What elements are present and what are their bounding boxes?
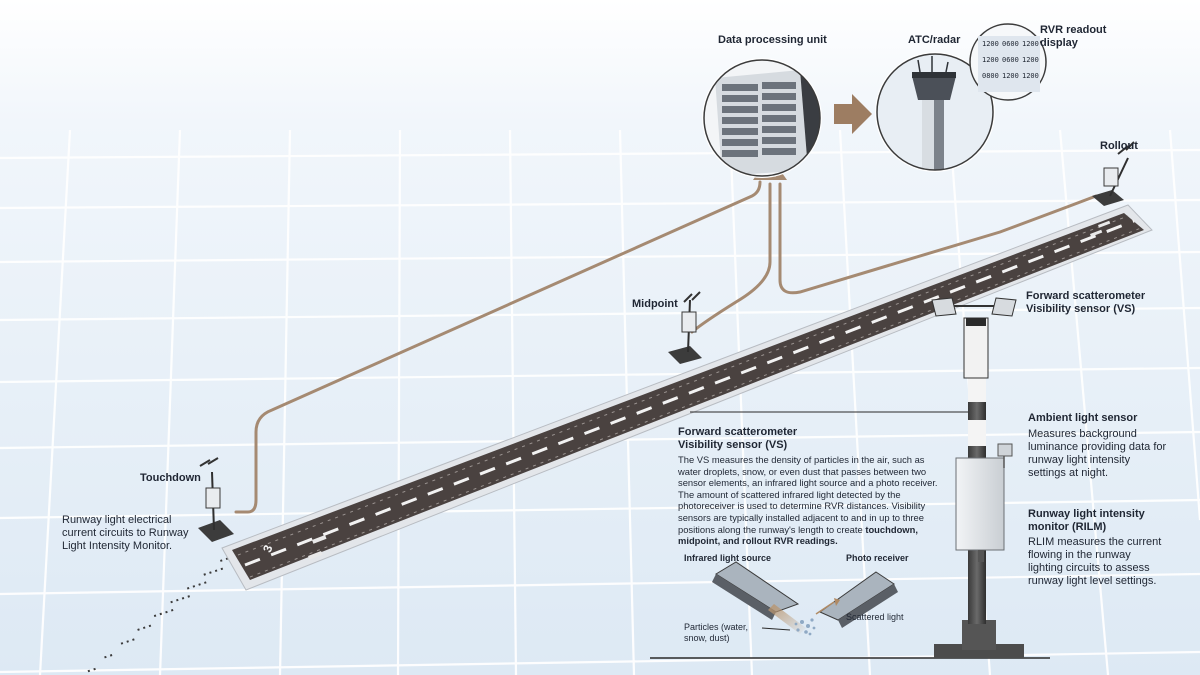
runway-light-circuits-label: Runway light electrical current circuits… (62, 514, 189, 552)
atc-radar-label: ATC/radar (908, 34, 961, 46)
particles-label: Particles (water, snow, dust) (684, 622, 749, 643)
midpoint-sensor (668, 291, 702, 364)
data-processing-unit-illustration (702, 58, 822, 178)
vs-tower (650, 297, 1050, 659)
rvr-value: 1200 (1022, 72, 1039, 80)
rvr-display-grid: 1200 0600 1200 1200 0600 1200 0800 1200 … (982, 40, 1040, 80)
runway-number: 3 (260, 543, 276, 555)
rvr-value: 1200 (1002, 72, 1019, 80)
data-processing-unit-label: Data processing unit (718, 34, 827, 46)
runway (221, 204, 1153, 591)
scattered-light-label: Scattered light (846, 612, 904, 622)
vs-info-body-bold: touchdown, midpoint, and rollout RVR rea… (678, 523, 918, 547)
vs-info-body: The VS measures the density of particles… (678, 454, 940, 547)
data-cables (234, 180, 1098, 514)
rvr-value: 1200 (982, 40, 999, 48)
infrared-light-source-label: Infrared light source (684, 553, 772, 563)
touchdown-sensor (198, 457, 234, 542)
rvr-value: 1200 (1022, 56, 1039, 64)
rvr-readout-label: RVR readout display (1040, 24, 1107, 49)
rvr-readout-display-illustration (969, 23, 1047, 101)
rilm-body: RLIM measures the current flowing in the… (1028, 536, 1162, 587)
vs-info-title: Forward scatterometer Visibility sensor … (678, 426, 798, 451)
rollout-label: Rollout (1100, 140, 1138, 152)
vs-info-body-text: The VS measures the density of particles… (678, 454, 938, 535)
midpoint-label: Midpoint (632, 298, 678, 310)
touchdown-label: Touchdown (140, 472, 201, 484)
rvr-value: 0800 (982, 72, 999, 80)
atc-radar-illustration (875, 52, 995, 172)
ambient-light-sensor-body: Measures background luminance providing … (1028, 428, 1167, 479)
rvr-value: 1200 (982, 56, 999, 64)
rvr-value: 0600 (1002, 40, 1019, 48)
rollout-sensor (1092, 141, 1135, 206)
rvr-value: 0600 (1002, 56, 1019, 64)
flow-arrow (834, 94, 872, 134)
photo-receiver-label: Photo receiver (846, 553, 909, 563)
sensor-principle-diagram (712, 561, 898, 636)
forward-scatterometer-tower-label: Forward scatterometer Visibility sensor … (1026, 290, 1146, 315)
rilm-title: Runway light intensity monitor (RILM) (1028, 508, 1145, 533)
rvr-value: 1200 (1022, 40, 1039, 48)
ambient-light-sensor-title: Ambient light sensor (1028, 412, 1138, 424)
